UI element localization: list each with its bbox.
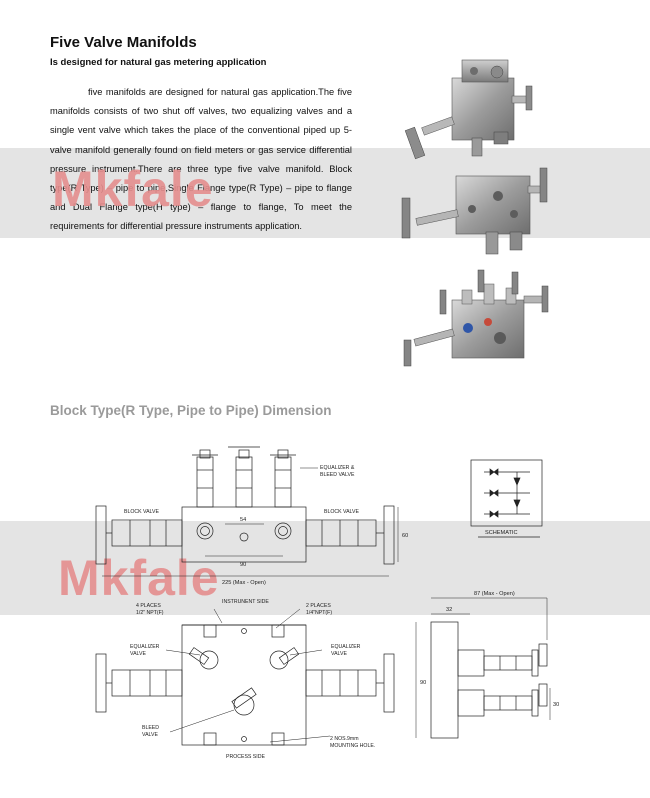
label-equalizer-left-2: VALVE [130, 651, 146, 657]
label-block-valve-left: BLOCK VALVE [124, 509, 160, 515]
front-view-drawing [95, 446, 399, 577]
page-subtitle: Is designed for natural gas metering app… [50, 57, 267, 68]
side-view-drawing [415, 597, 551, 739]
label-two-places-1: 2 PLACES [306, 603, 331, 609]
manifold-photo-1 [404, 59, 533, 160]
dim-60: 60 [402, 533, 408, 539]
label-mounting-hole-1: 2 NOS.9mm [330, 736, 359, 742]
label-equalizer-right-2: VALVE [331, 651, 347, 657]
dim-side-90: 90 [420, 680, 426, 686]
label-process-side: PROCESS SIDE [226, 754, 265, 760]
dim-54: 54 [240, 517, 246, 523]
section-title: Block Type(R Type, Pipe to Pipe) Dimensi… [50, 403, 332, 418]
watermark-top: Mkfale [52, 161, 214, 217]
label-equalizer-left-1: EQUALIZER [130, 644, 160, 650]
dim-32: 32 [446, 607, 452, 613]
label-instrument-side: INSTRUNENT SIDE [222, 599, 269, 605]
dim-87: 87 (Max - Open) [474, 591, 515, 597]
label-four-places-1: 4 PLACES [136, 603, 161, 609]
top-view-drawing [95, 608, 395, 746]
label-four-places-2: 1/2" NPT(F) [136, 610, 164, 616]
gray-band-bottom [0, 521, 650, 615]
label-two-places-2: 1/4"NPT(F) [306, 610, 332, 616]
schematic-label: SCHEMATIC [485, 530, 518, 536]
label-equalizer-right-1: EQUALIZER [331, 644, 361, 650]
dim-225: 225 (Max - Open) [222, 580, 266, 586]
description-paragraph: five manifolds are designed for natural … [50, 87, 352, 232]
dim-30: 30 [553, 702, 559, 708]
label-mounting-hole-2: MOUNTING HOLE. [330, 743, 375, 749]
dim-90: 90 [240, 562, 246, 568]
schematic-diagram [470, 459, 543, 538]
page-title: Five Valve Manifolds [50, 34, 197, 51]
label-bleed-valve-1: BLEED [142, 725, 159, 731]
label-equalizer-bleed-1: EQUALIZER & [320, 465, 355, 471]
manifold-photo-2 [401, 167, 548, 255]
label-bleed-valve-2: VALVE [142, 732, 158, 738]
label-equalizer-bleed-2: BLEED VALVE [320, 472, 355, 478]
label-block-valve-right: BLOCK VALVE [324, 509, 360, 515]
watermark-bottom: Mkfale [58, 550, 220, 606]
manifold-photo-3 [403, 269, 549, 367]
